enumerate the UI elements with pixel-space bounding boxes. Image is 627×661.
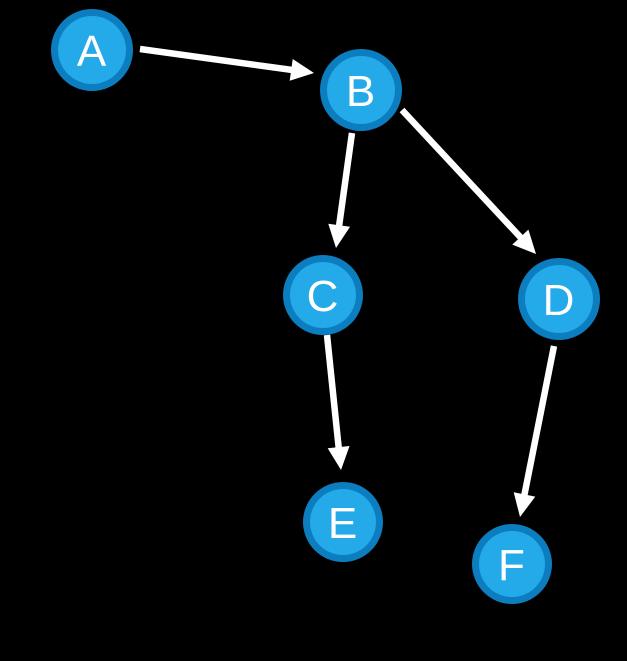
node-F-fill <box>479 531 545 597</box>
edge-A-B <box>139 45 314 81</box>
arrowhead-icon <box>289 58 314 81</box>
edge-line-D-F <box>520 345 558 499</box>
arrowhead-icon <box>513 492 536 517</box>
edge-line-B-D <box>399 107 526 243</box>
arrowhead-icon <box>328 223 351 248</box>
node-C: C <box>283 255 363 335</box>
edge-line-B-C <box>335 132 356 230</box>
edge-B-D <box>399 107 536 254</box>
node-E-label: E <box>328 499 358 548</box>
node-D-fill <box>525 265 593 333</box>
node-C-label: C <box>307 272 340 321</box>
node-A-fill <box>58 16 126 84</box>
node-F: F <box>472 524 552 604</box>
node-E-fill <box>310 489 376 555</box>
edge-line-C-E <box>323 334 343 452</box>
node-D-label: D <box>543 276 576 325</box>
edge-D-F <box>513 345 558 517</box>
node-C-fill <box>290 262 356 328</box>
node-F-label: F <box>498 541 526 590</box>
node-A-label: A <box>77 27 107 76</box>
edge-B-C <box>328 132 356 248</box>
node-B-label: B <box>346 67 376 116</box>
node-B-fill <box>327 56 395 124</box>
edge-line-A-B <box>139 45 296 74</box>
edge-C-E <box>323 334 350 470</box>
node-A: A <box>51 9 133 91</box>
arrowhead-icon <box>327 445 350 470</box>
arrowhead-icon <box>512 229 536 254</box>
node-E: E <box>303 482 383 562</box>
node-B: B <box>320 49 402 131</box>
node-D: D <box>518 258 600 340</box>
